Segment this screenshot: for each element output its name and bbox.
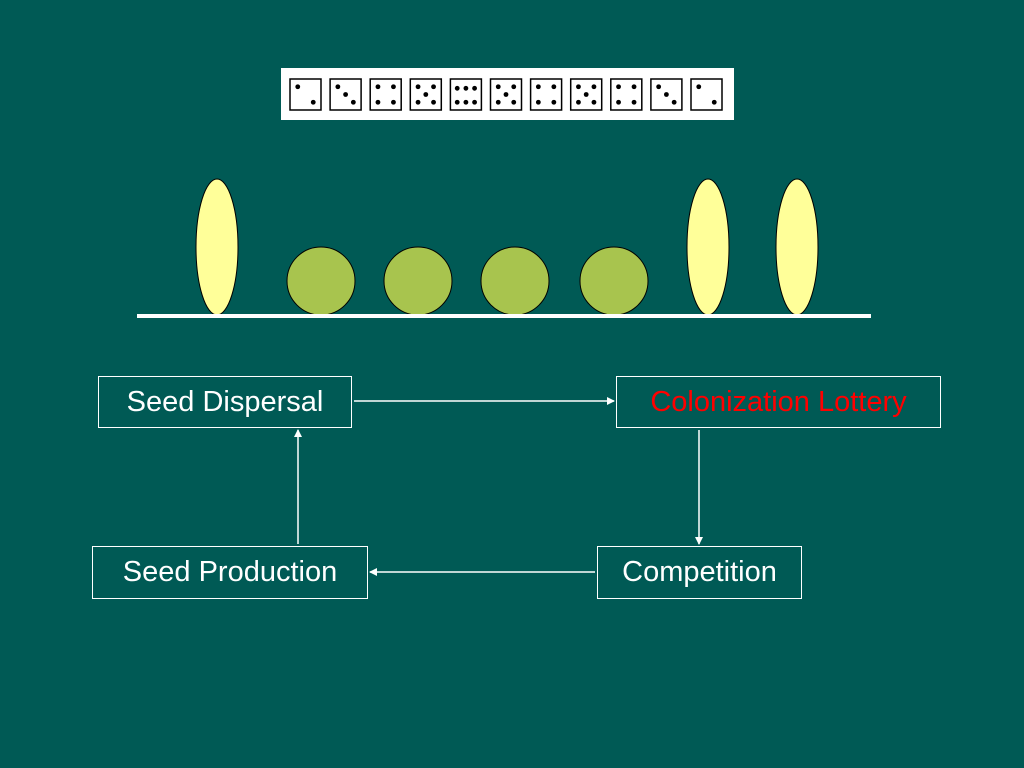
seedling-plant [579,246,649,316]
seed-production-box: Seed Production [92,546,368,599]
die-pip [664,92,669,97]
die-pip [711,99,717,105]
die-pip [350,99,356,105]
die-face [329,78,362,111]
die-pip [535,84,541,90]
die-pip [391,84,396,90]
die-pip [591,84,597,90]
die-pip [454,99,460,105]
plants-group [195,178,819,316]
tall-plant [775,178,819,316]
die-pip [583,92,589,97]
die-face [409,78,443,111]
die-face [289,78,322,111]
seed-dispersal-label: Seed Dispersal [126,386,324,418]
die-pip [616,99,621,105]
die-pip [335,84,341,90]
die-pip [295,84,301,90]
die-pip [696,84,702,90]
die-pip [423,92,429,97]
die-pip [343,92,348,97]
die-pip [631,99,637,105]
die-pip [511,84,517,90]
seedling-plant [286,246,356,316]
die-pip [310,99,316,105]
die-pip [463,99,469,105]
seedling-plant [383,246,453,316]
die-pip [375,99,381,105]
seedling-plant [480,246,550,316]
die-face [449,78,483,111]
die-pip [631,84,637,90]
die-face [369,78,402,111]
competition-label: Competition [622,556,777,588]
die-pip [495,99,501,105]
die-face [489,78,523,111]
dice-strip [281,68,734,120]
die-face [529,78,563,111]
tall-plant [686,178,730,316]
die-pip [671,99,677,105]
tall-plant [195,178,239,316]
die-pip [391,99,396,105]
die-pip [616,84,621,90]
die-pip [415,99,421,105]
die-pip [415,84,421,90]
die-pip [472,85,477,91]
die-pip [551,84,557,90]
die-face [690,78,723,111]
colonization-lottery-label: Colonization Lottery [650,386,907,418]
die-pip [591,99,597,105]
die-pip [472,99,477,105]
competition-box: Competition [597,546,802,599]
die-face [650,78,683,111]
die-pip [375,84,381,90]
die-pip [431,84,436,90]
die-pip [431,99,436,105]
die-pip [656,84,662,90]
die-pip [535,99,541,105]
die-pip [576,99,581,105]
die-face [610,78,643,111]
die-pip [463,85,469,91]
die-pip [454,85,460,91]
dice-faces [289,78,723,111]
die-pip [551,99,557,105]
die-pip [503,92,509,97]
seed-dispersal-box: Seed Dispersal [98,376,352,428]
colonization-lottery-box: Colonization Lottery [616,376,941,428]
die-pip [511,99,517,105]
die-face [569,78,603,111]
die-pip [576,84,581,90]
die-pip [495,84,501,90]
seed-production-label: Seed Production [122,556,338,588]
